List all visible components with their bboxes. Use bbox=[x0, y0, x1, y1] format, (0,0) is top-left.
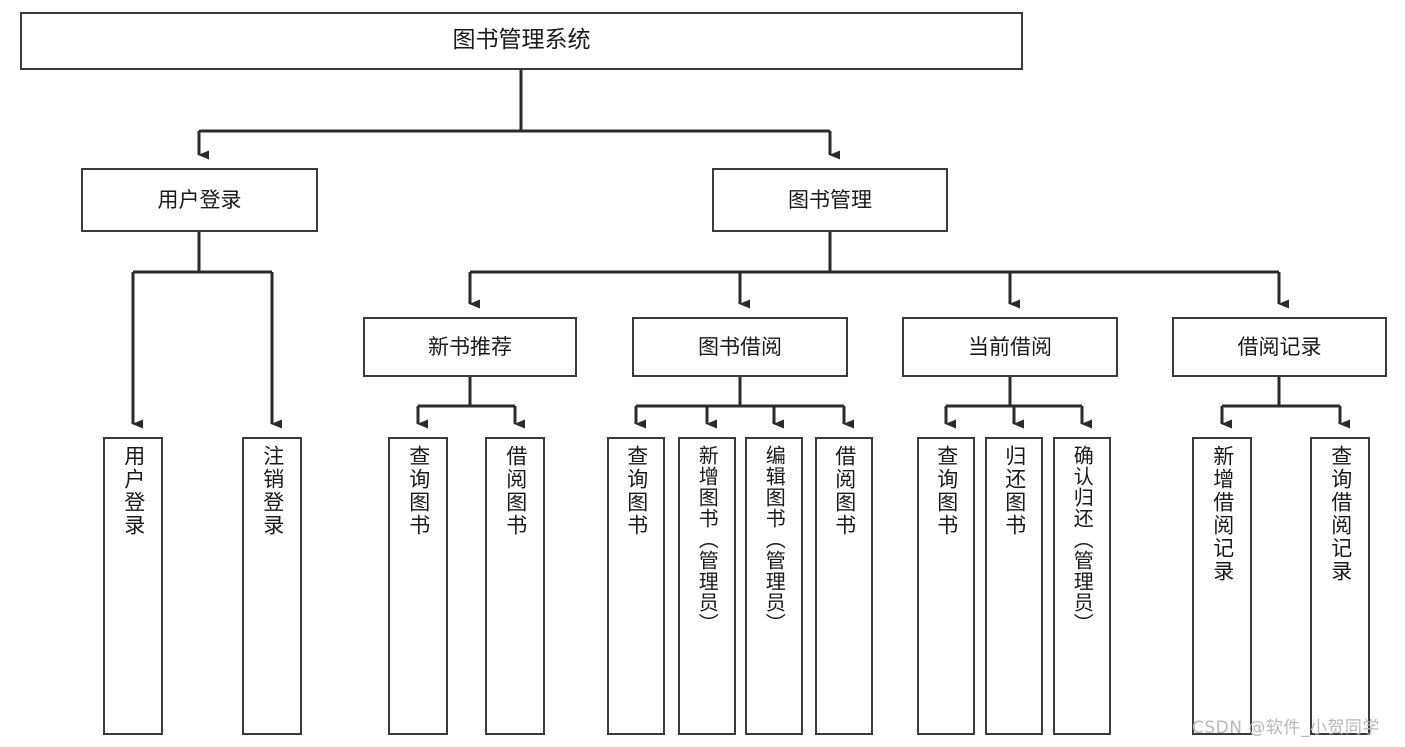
node-user-login[interactable]: 用户登录 bbox=[81, 168, 318, 232]
node-label: 用户登录 bbox=[157, 187, 242, 212]
node-label: 查询图书 bbox=[406, 445, 431, 537]
node-label: 归还图书 bbox=[1002, 445, 1027, 537]
node-label: 图书管理系统 bbox=[452, 27, 591, 54]
node-label: 注销登录 bbox=[260, 445, 285, 537]
node-label: 查询借阅记录 bbox=[1328, 445, 1353, 583]
node-label: 借阅图书 bbox=[832, 445, 857, 537]
node-label: 查询图书 bbox=[624, 445, 649, 537]
node-current-borrow[interactable]: 当前借阅 bbox=[902, 317, 1118, 377]
csdn-watermark: CSDN @软件_小贺同学 bbox=[1192, 718, 1380, 738]
node-label: 编辑图书（管理员） bbox=[762, 445, 787, 634]
node-leaf-edit-book-admin[interactable]: 编辑图书（管理员） bbox=[745, 437, 803, 735]
node-root-book-management-system[interactable]: 图书管理系统 bbox=[20, 12, 1023, 70]
node-leaf-confirm-return-admin[interactable]: 确认归还（管理员） bbox=[1053, 437, 1111, 735]
node-book-management[interactable]: 图书管理 bbox=[712, 168, 948, 232]
node-new-book-recommend[interactable]: 新书推荐 bbox=[363, 317, 577, 377]
node-leaf-query-borrow-record[interactable]: 查询借阅记录 bbox=[1310, 437, 1370, 735]
node-leaf-query-book-borrow[interactable]: 查询图书 bbox=[607, 437, 665, 735]
node-label: 借阅记录 bbox=[1237, 334, 1322, 359]
node-leaf-user-login[interactable]: 用户登录 bbox=[103, 437, 163, 735]
node-leaf-query-book-recommend[interactable]: 查询图书 bbox=[388, 437, 448, 735]
node-book-borrow[interactable]: 图书借阅 bbox=[632, 317, 848, 377]
node-borrow-record[interactable]: 借阅记录 bbox=[1172, 317, 1387, 377]
node-label: 新增图书（管理员） bbox=[695, 445, 720, 634]
node-leaf-user-logout[interactable]: 注销登录 bbox=[242, 437, 302, 735]
node-label: 图书管理 bbox=[788, 187, 872, 212]
node-leaf-return-book[interactable]: 归还图书 bbox=[985, 437, 1043, 735]
node-label: 新书推荐 bbox=[428, 334, 512, 359]
node-leaf-add-book-admin[interactable]: 新增图书（管理员） bbox=[678, 437, 736, 735]
node-label: 新增借阅记录 bbox=[1210, 445, 1235, 583]
node-label: 确认归还（管理员） bbox=[1070, 445, 1095, 634]
node-label: 借阅图书 bbox=[503, 445, 528, 537]
node-leaf-borrow-book[interactable]: 借阅图书 bbox=[815, 437, 873, 735]
node-label: 当前借阅 bbox=[968, 334, 1052, 359]
node-label: 查询图书 bbox=[934, 445, 959, 537]
node-label: 用户登录 bbox=[121, 445, 146, 537]
node-leaf-add-borrow-record[interactable]: 新增借阅记录 bbox=[1192, 437, 1252, 735]
node-label: 图书借阅 bbox=[698, 334, 782, 359]
node-leaf-query-book-current[interactable]: 查询图书 bbox=[917, 437, 975, 735]
node-leaf-borrow-book-recommend[interactable]: 借阅图书 bbox=[485, 437, 545, 735]
